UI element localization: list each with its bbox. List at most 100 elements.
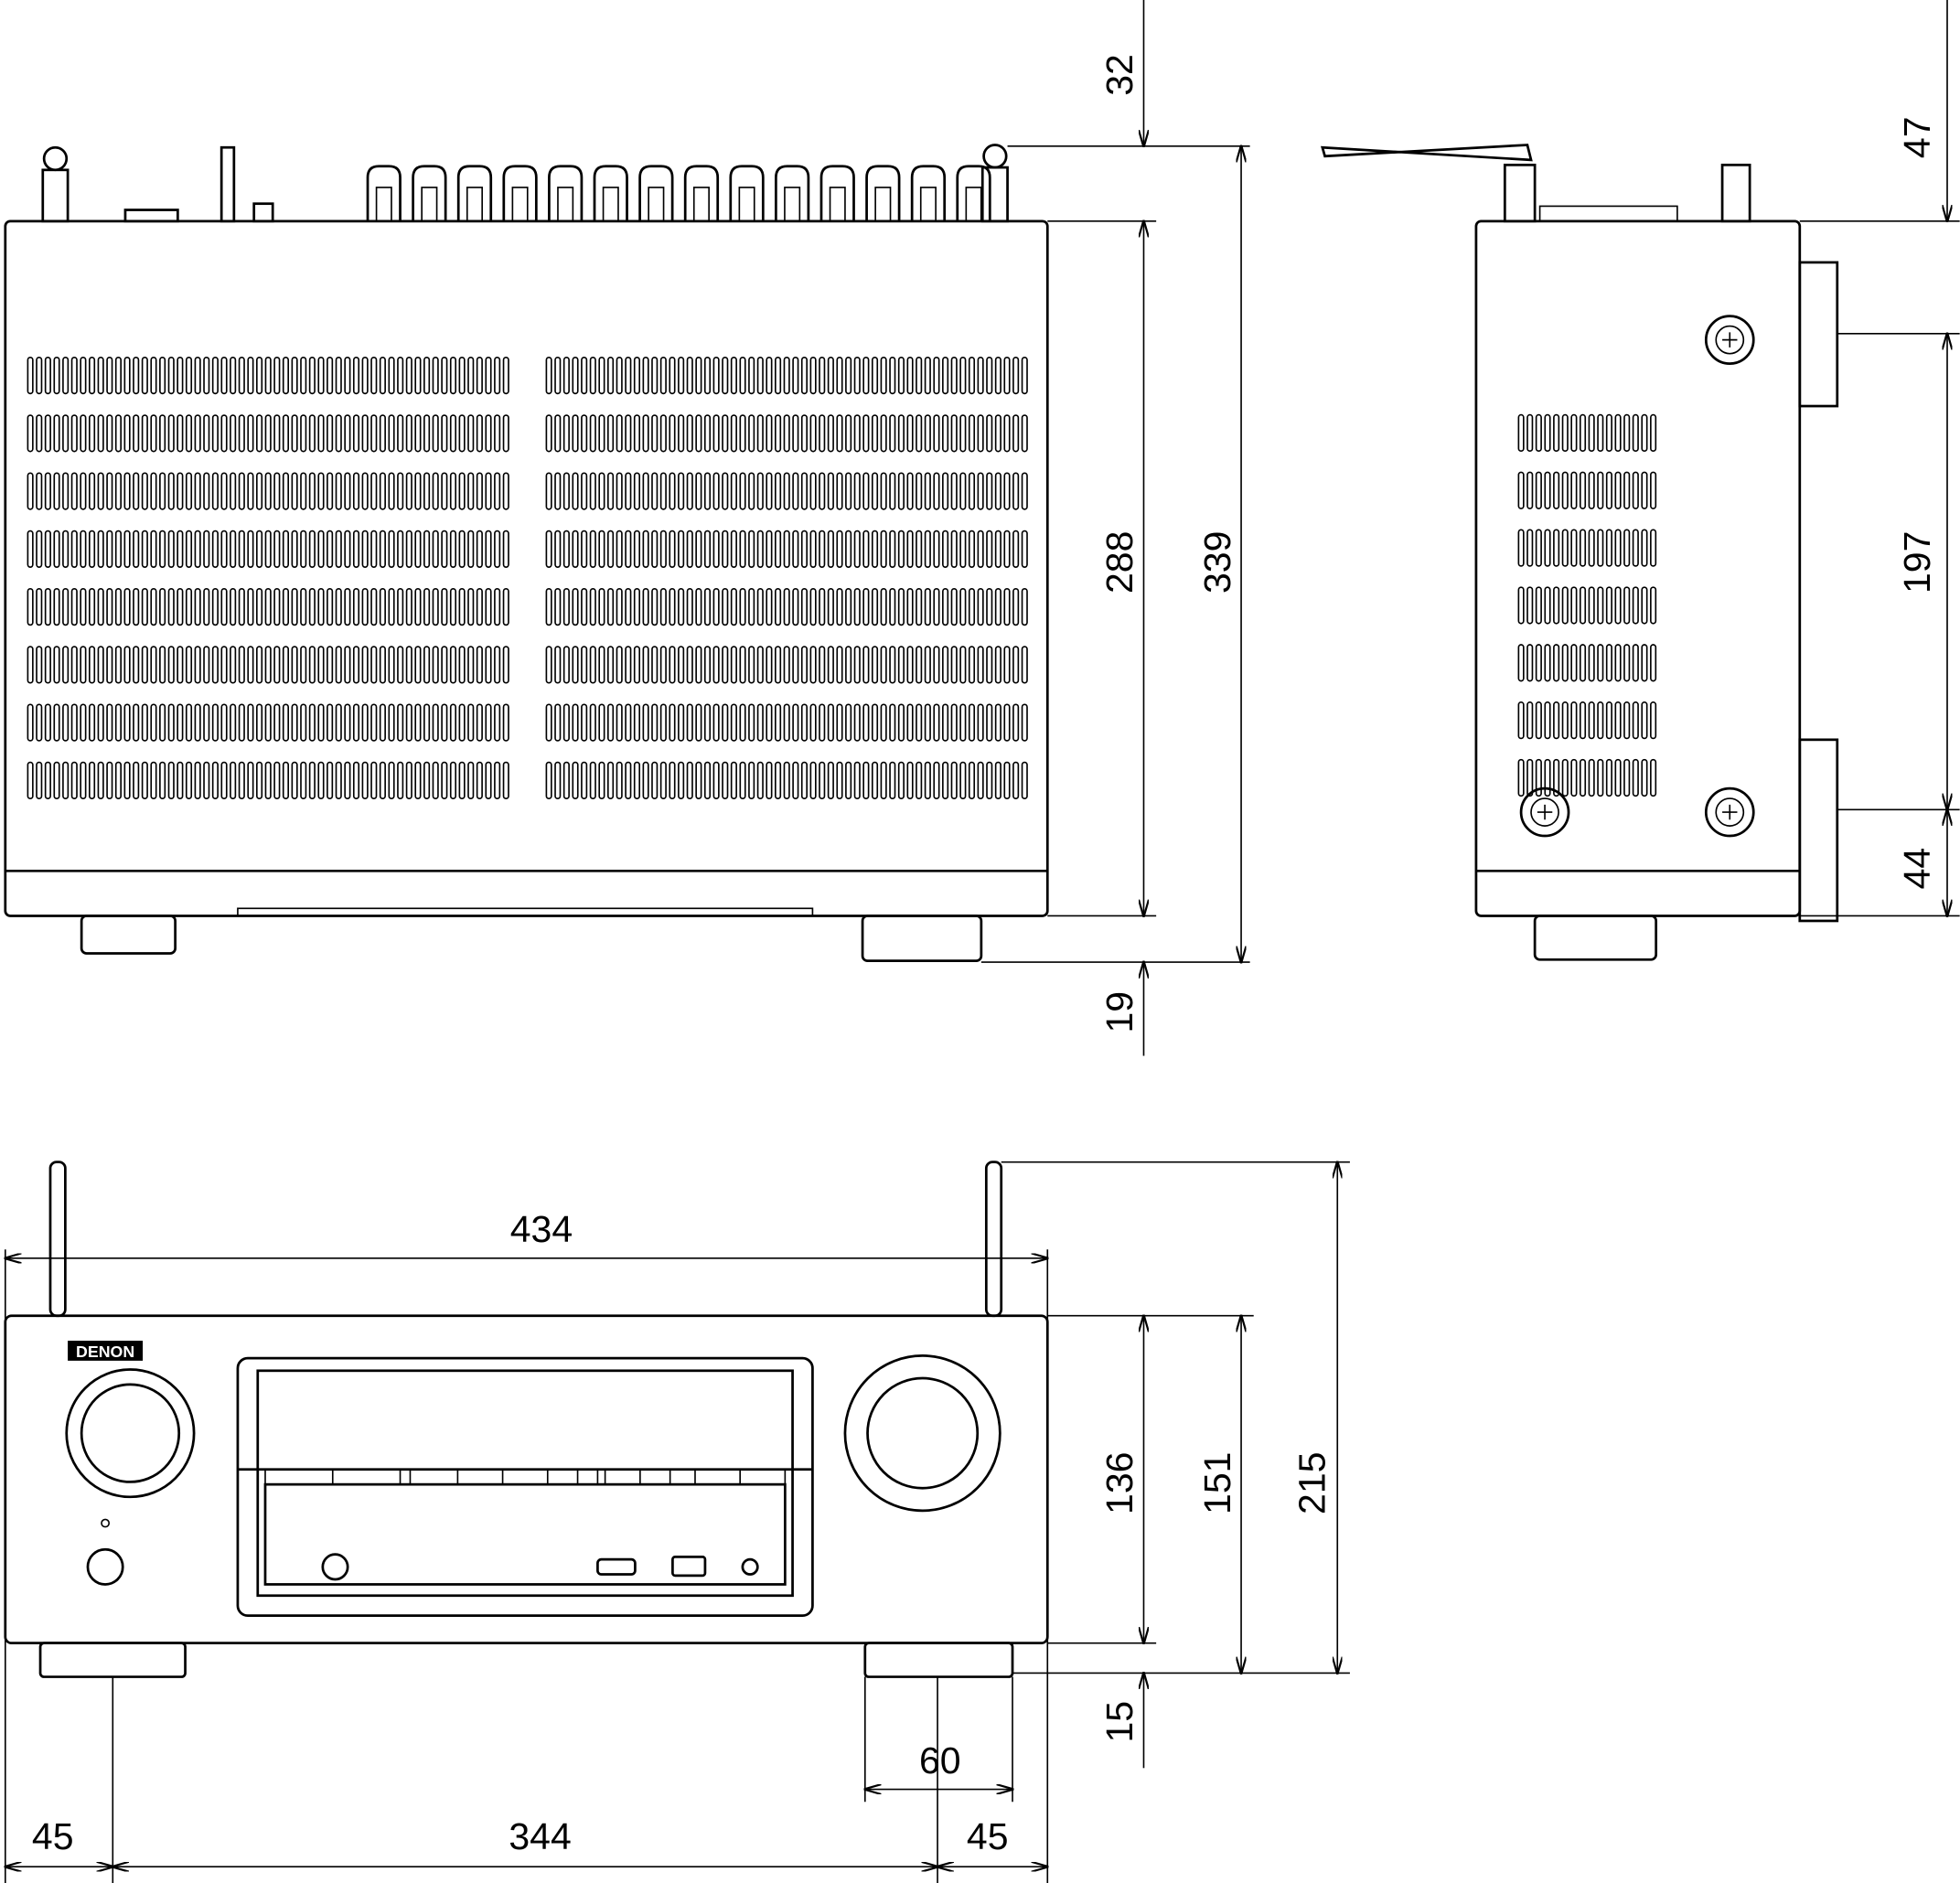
vent-slot xyxy=(167,761,175,800)
vent-slot xyxy=(159,356,166,395)
vent-slot xyxy=(659,472,667,510)
vent-slot xyxy=(589,472,596,510)
vent-slot xyxy=(220,414,228,453)
vent-slot xyxy=(88,356,96,395)
top-foot-right xyxy=(861,915,983,963)
vent-slot xyxy=(177,646,184,684)
vent-slot xyxy=(308,587,316,626)
vent-slot xyxy=(441,761,448,800)
vent-slot xyxy=(327,530,334,568)
vent-slot xyxy=(238,414,245,453)
vent-slot xyxy=(766,472,773,510)
vent-slot xyxy=(800,587,809,626)
vent-slot xyxy=(44,472,51,510)
vent-slot xyxy=(748,646,755,684)
vent-slot xyxy=(159,761,166,800)
input-selector-knob-outer[interactable] xyxy=(65,1368,196,1499)
vent-slot xyxy=(678,414,685,453)
vent-slot xyxy=(141,414,148,453)
vent-slot xyxy=(836,646,843,684)
speaker-terminal-icon xyxy=(456,165,493,221)
vent-slot xyxy=(897,761,905,800)
vent-slot xyxy=(1588,586,1595,625)
vent-slot xyxy=(1003,356,1011,395)
vent-slot xyxy=(625,587,632,626)
front-foot-left xyxy=(38,1642,187,1678)
vent-slot xyxy=(959,761,967,800)
vent-slot xyxy=(405,472,412,510)
vent-slot xyxy=(633,472,641,510)
denon-logo: DENON xyxy=(68,1341,144,1361)
vent-slot xyxy=(62,356,70,395)
vent-slot xyxy=(230,356,237,395)
vent-slot xyxy=(581,587,588,626)
vent-slot xyxy=(607,530,615,568)
vent-slot xyxy=(282,472,290,510)
setup-mic-jack[interactable] xyxy=(741,1557,759,1576)
vent-slot xyxy=(423,356,431,395)
vent-slot xyxy=(880,530,887,568)
vent-slot xyxy=(335,703,342,742)
vent-slot xyxy=(1605,413,1612,453)
vent-slot xyxy=(1526,471,1534,509)
vent-slot xyxy=(554,356,562,395)
vent-slot xyxy=(185,414,193,453)
side-view: 47 197 44 xyxy=(1321,0,1960,961)
vent-slot xyxy=(1517,758,1525,797)
vent-slot xyxy=(1605,644,1612,682)
vent-slot xyxy=(317,472,325,510)
vent-slot xyxy=(467,356,475,395)
vent-slot xyxy=(651,761,659,800)
vent-slot xyxy=(62,414,70,453)
vent-slot xyxy=(792,414,799,453)
usb-port-icon[interactable] xyxy=(671,1556,707,1578)
vent-slot xyxy=(106,761,113,800)
vent-slot xyxy=(97,356,104,395)
vent-slot xyxy=(114,646,122,684)
vent-slot xyxy=(36,761,43,800)
vent-slot xyxy=(141,761,148,800)
vent-slot xyxy=(476,703,483,742)
volume-knob-outer[interactable] xyxy=(843,1354,1001,1513)
vent-slot xyxy=(1003,472,1011,510)
vent-slot xyxy=(238,703,245,742)
volume-knob[interactable] xyxy=(866,1376,980,1490)
vent-slot xyxy=(581,472,588,510)
vent-slot xyxy=(853,587,861,626)
vent-slot xyxy=(177,414,184,453)
vent-slot xyxy=(1561,529,1569,567)
vent-slot xyxy=(836,356,843,395)
vent-slot xyxy=(712,703,720,742)
vent-slot xyxy=(1650,758,1657,797)
vent-slot xyxy=(942,703,949,742)
vent-slot xyxy=(545,472,552,510)
vent-slot xyxy=(933,646,940,684)
vent-slot xyxy=(916,761,923,800)
input-selector-knob[interactable] xyxy=(80,1383,181,1483)
vent-slot xyxy=(1614,758,1622,797)
vent-slot xyxy=(977,356,984,395)
vent-slot xyxy=(686,356,693,395)
vent-slot xyxy=(792,472,799,510)
headphone-jack[interactable] xyxy=(321,1553,349,1581)
vent-slot xyxy=(133,646,140,684)
vent-slot xyxy=(159,530,166,568)
vent-slot xyxy=(906,587,914,626)
hdmi-port-icon[interactable] xyxy=(596,1557,637,1576)
vent-slot xyxy=(581,761,588,800)
side-front-protrusion-top xyxy=(1798,261,1839,408)
vent-slot xyxy=(317,646,325,684)
speaker-terminal-icon xyxy=(412,165,447,221)
vent-slot xyxy=(106,587,113,626)
vent-slot xyxy=(449,356,457,395)
power-button[interactable] xyxy=(86,1547,124,1586)
vent-slot xyxy=(916,646,923,684)
vent-slot xyxy=(581,356,588,395)
vent-slot xyxy=(476,356,483,395)
vent-slot xyxy=(686,703,693,742)
vent-slot xyxy=(950,356,958,395)
vent-slot xyxy=(150,472,157,510)
vent-slot xyxy=(414,703,422,742)
vent-slot xyxy=(282,356,290,395)
vent-slot xyxy=(370,414,378,453)
